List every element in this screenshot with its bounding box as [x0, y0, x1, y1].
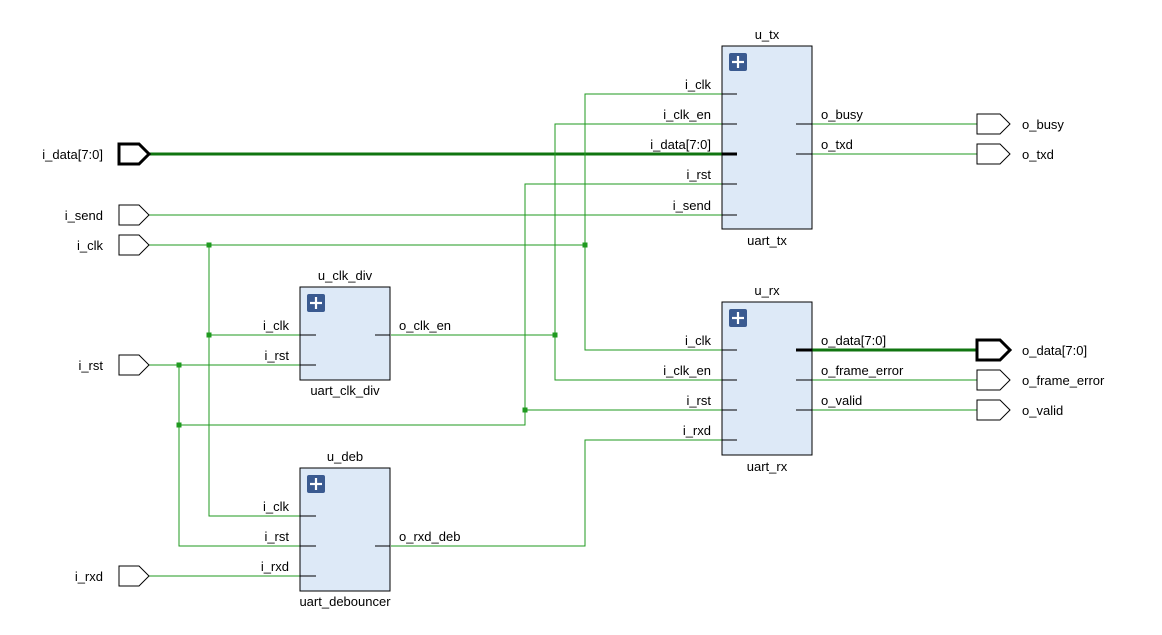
net-i-clk-tx-rx[interactable] [584, 93, 737, 351]
pin-label: o_valid [821, 393, 862, 408]
pin-label: i_clk [685, 333, 712, 348]
pin-label: o_frame_error [821, 363, 904, 378]
output-port-arrow-icon[interactable] [976, 113, 1011, 135]
input-ports: i_data[7:0] i_send i_clk i_rst i_rxd [42, 142, 152, 587]
plus-square-icon[interactable] [307, 475, 325, 493]
port-label-i-rst: i_rst [78, 358, 103, 373]
junction-dot [206, 332, 212, 338]
pin-label: i_rst [686, 393, 711, 408]
pin-label: i_rst [264, 348, 289, 363]
output-ports: o_busy o_txd o_data[7:0] o_frame_error o… [975, 113, 1105, 421]
module-name: uart_tx [747, 233, 787, 248]
junction-dot [206, 242, 212, 248]
module-name: uart_rx [747, 459, 788, 474]
output-port-arrow-icon[interactable] [976, 369, 1011, 391]
input-port-arrow-icon[interactable] [117, 142, 152, 166]
instance-name: u_tx [755, 27, 780, 42]
block-u-rx[interactable]: u_rx i_clk i_clk_en i_rst i_rxd o_data[7… [663, 283, 904, 474]
port-label-o-valid: o_valid [1022, 403, 1063, 418]
output-port-arrow-icon[interactable] [976, 143, 1011, 165]
pin-label: i_clk_en [663, 107, 711, 122]
pin-label: o_clk_en [399, 318, 451, 333]
port-label-i-send: i_send [65, 208, 103, 223]
block-u-tx[interactable]: u_tx i_clk i_clk_en i_data[7:0] i_rst i_… [650, 27, 863, 248]
pin-label: i_send [673, 198, 711, 213]
input-port-arrow-icon[interactable] [118, 354, 150, 376]
plus-square-icon[interactable] [729, 309, 747, 327]
pin-label: i_clk [263, 318, 290, 333]
port-label-o-busy: o_busy [1022, 117, 1064, 132]
plus-square-icon[interactable] [729, 53, 747, 71]
input-port-arrow-icon[interactable] [118, 565, 150, 587]
port-label-o-frame-error: o_frame_error [1022, 373, 1105, 388]
net-i-rst-tx-rx[interactable] [179, 183, 737, 426]
port-label-i-data: i_data[7:0] [42, 147, 103, 162]
junction-dot [176, 362, 182, 368]
pin-label: i_rxd [261, 559, 289, 574]
block-body[interactable] [721, 301, 813, 456]
output-port-arrow-icon[interactable] [976, 399, 1011, 421]
port-label-i-rxd: i_rxd [75, 569, 103, 584]
block-u-deb[interactable]: u_deb i_clk i_rst i_rxd o_rxd_deb uart_d… [261, 449, 461, 609]
input-port-arrow-icon[interactable] [118, 234, 150, 256]
pin-label: i_clk_en [663, 363, 711, 378]
instance-name: u_deb [327, 449, 363, 464]
port-label-i-clk: i_clk [77, 238, 104, 253]
net-i-rst-deb[interactable] [178, 365, 316, 547]
pin-label: o_data[7:0] [821, 333, 886, 348]
junction-dot [552, 332, 558, 338]
junctions [176, 242, 588, 428]
plus-square-icon[interactable] [307, 294, 325, 312]
port-label-o-txd: o_txd [1022, 147, 1054, 162]
port-label-o-data: o_data[7:0] [1022, 343, 1087, 358]
module-name: uart_debouncer [299, 594, 391, 609]
pin-label: i_data[7:0] [650, 137, 711, 152]
net-i-clk-deb[interactable] [208, 335, 316, 517]
junction-dot [582, 242, 588, 248]
input-port-arrow-icon[interactable] [118, 204, 150, 226]
pin-label: i_rxd [683, 423, 711, 438]
wires [149, 93, 977, 577]
net-rxd-deb[interactable] [391, 439, 737, 547]
block-u-clk-div[interactable]: u_clk_div i_clk i_rst o_clk_en uart_clk_… [263, 268, 451, 398]
pin-label: o_rxd_deb [399, 529, 460, 544]
pin-label: i_rst [264, 529, 289, 544]
output-port-arrow-icon[interactable] [975, 338, 1013, 362]
junction-dot [176, 422, 182, 428]
pin-label: o_busy [821, 107, 863, 122]
net-clk-en-tx-rx[interactable] [554, 123, 737, 381]
pin-label: i_rst [686, 167, 711, 182]
module-name: uart_clk_div [310, 383, 380, 398]
pin-label: i_clk [263, 499, 290, 514]
instance-name: u_rx [754, 283, 780, 298]
pin-label: i_clk [685, 77, 712, 92]
instance-name: u_clk_div [318, 268, 373, 283]
block-body[interactable] [721, 45, 813, 230]
pin-label: o_txd [821, 137, 853, 152]
junction-dot [522, 407, 528, 413]
